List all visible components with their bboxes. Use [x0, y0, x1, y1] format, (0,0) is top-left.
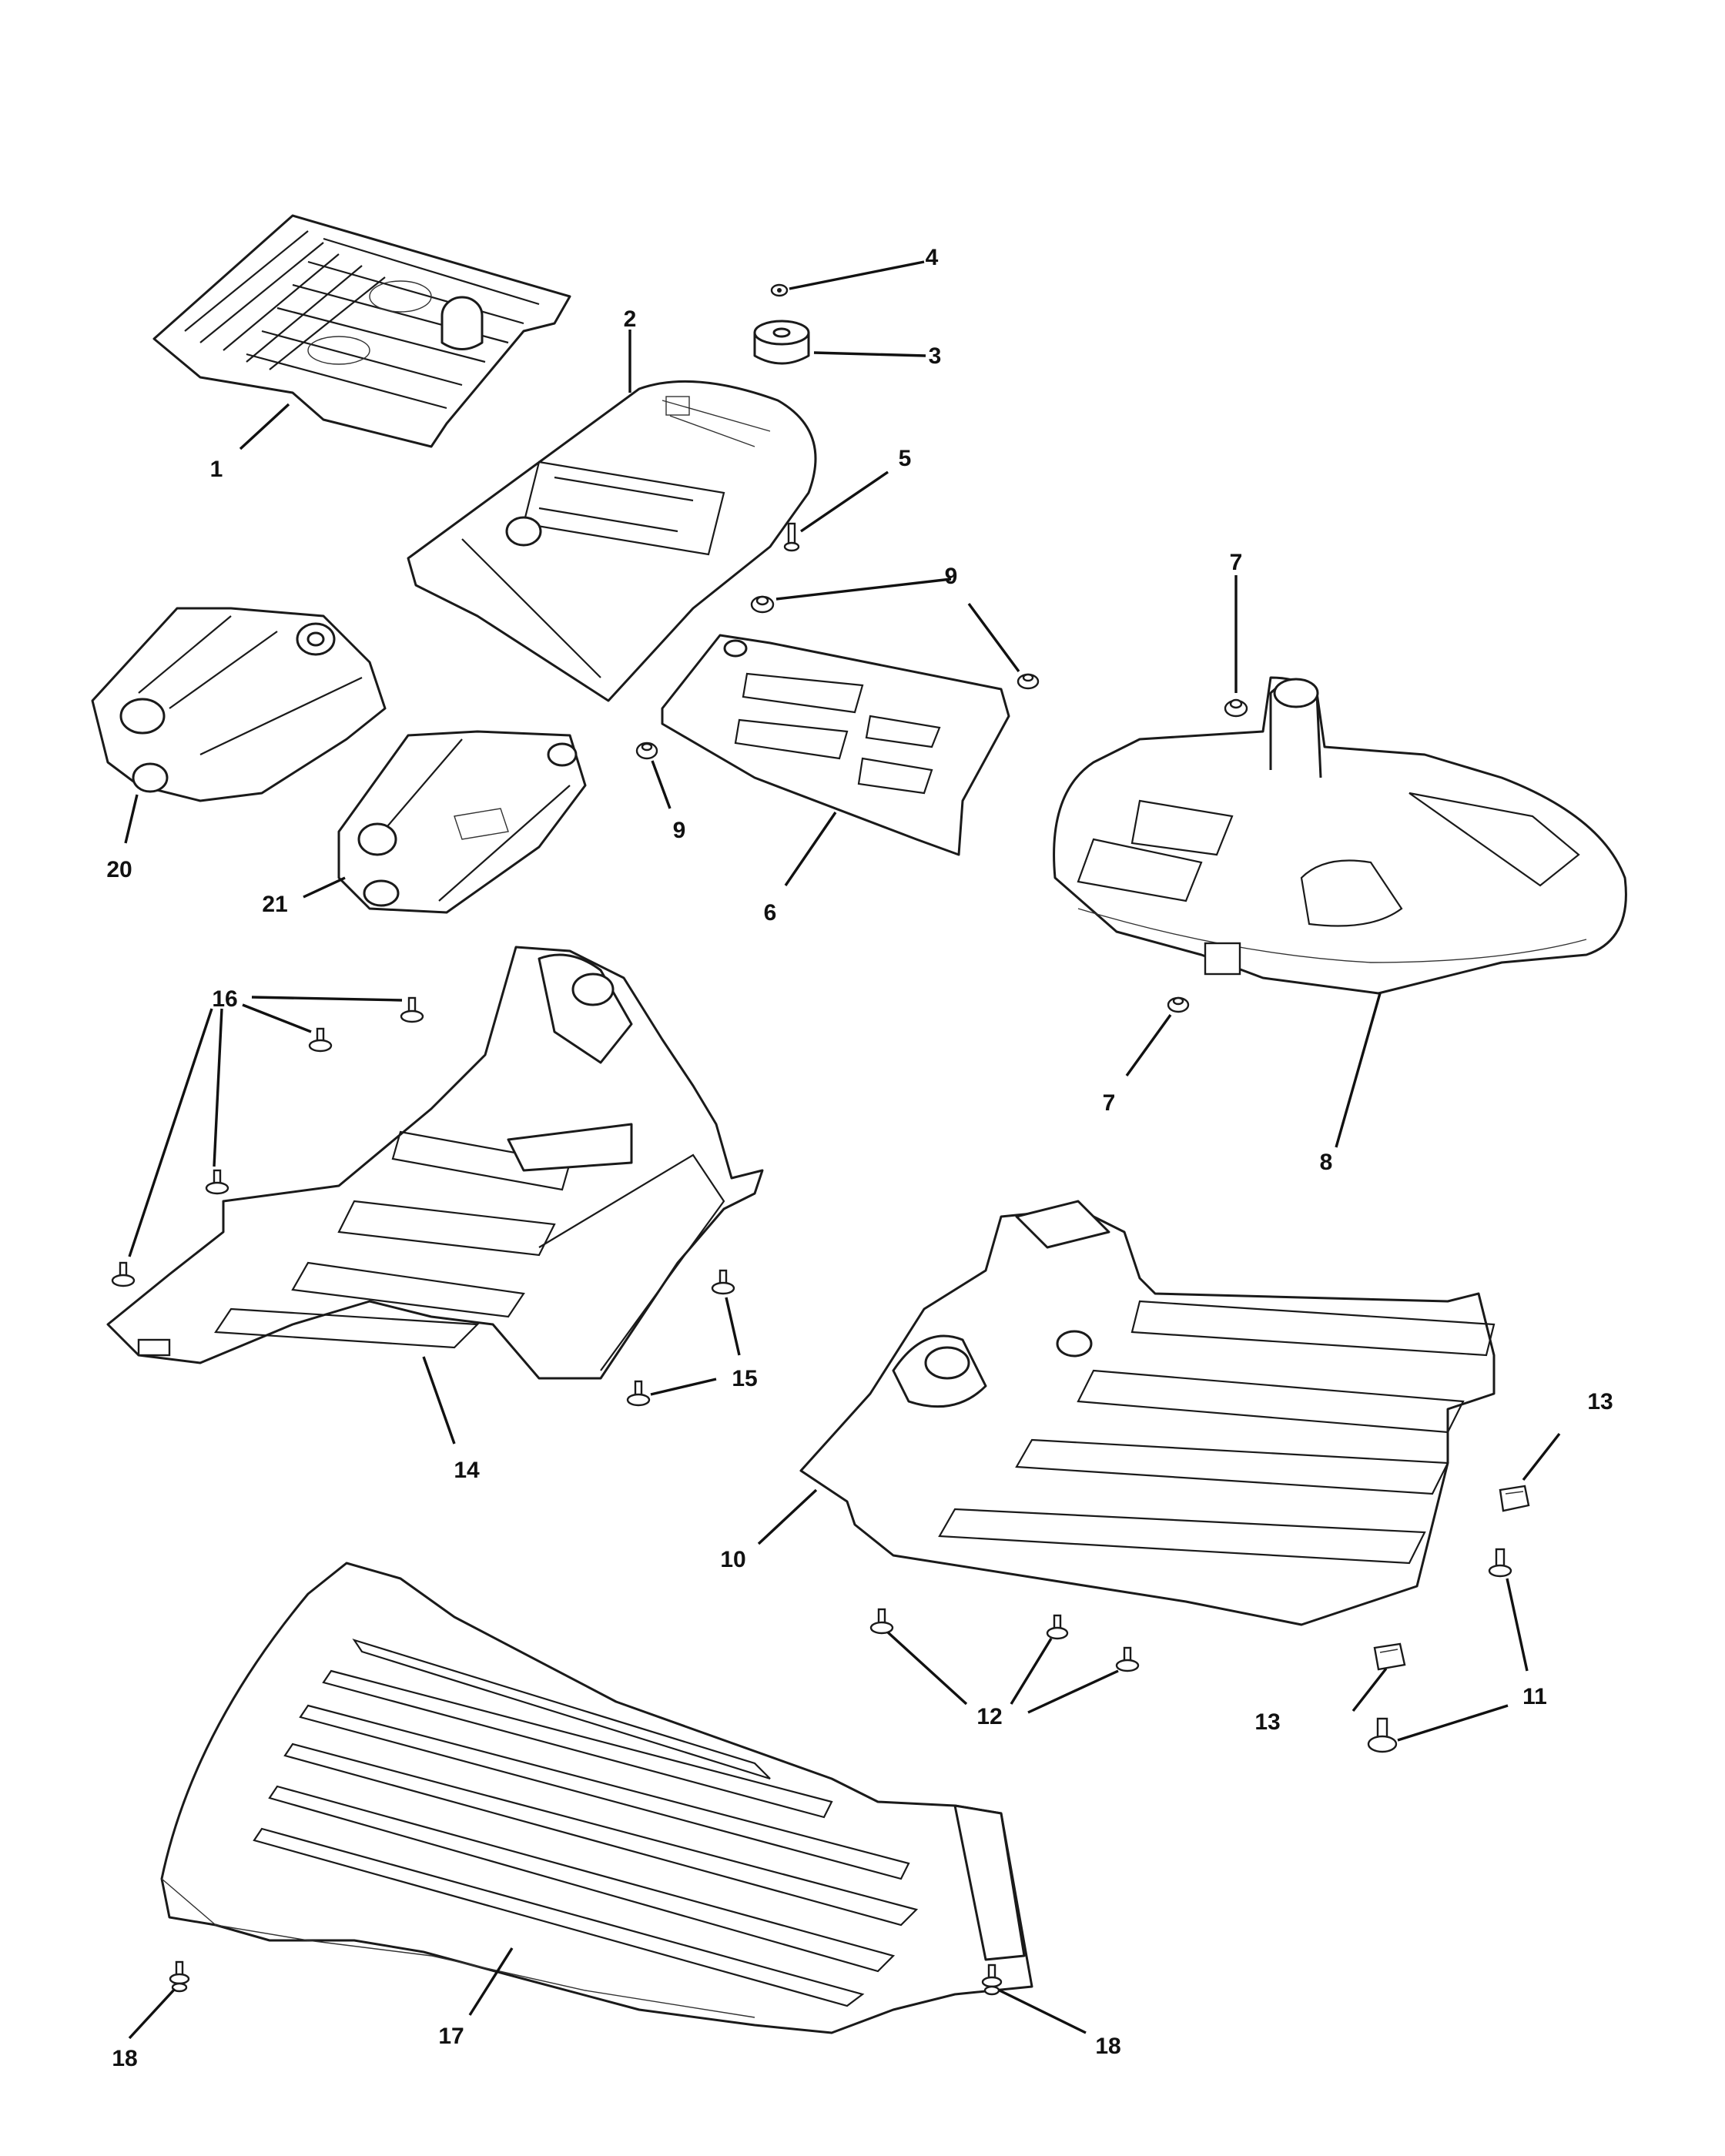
part-1-skid-plate — [152, 214, 571, 448]
part-9-nut-right — [1017, 673, 1040, 690]
part-2-transfer-case-plate — [407, 380, 817, 702]
callout-labels: 1 2 3 4 5 9 9 6 7 7 8 20 21 16 15 14 10 … — [106, 245, 1613, 2071]
callout-20: 20 — [106, 857, 132, 882]
part-16-stud-d — [111, 1261, 136, 1287]
callout-1: 1 — [210, 457, 223, 482]
part-6-bracket-plate — [661, 634, 1010, 856]
part-13-clip-lower — [1373, 1642, 1406, 1671]
part-16-stud-c — [205, 1169, 229, 1195]
callout-8: 8 — [1320, 1150, 1333, 1175]
part-12-stud-c — [1115, 1646, 1140, 1672]
leader-lines — [124, 260, 1561, 2040]
callout-18-left: 18 — [112, 2046, 137, 2071]
part-20-mount — [91, 607, 387, 802]
callout-3: 3 — [929, 343, 942, 369]
callout-4: 4 — [926, 245, 939, 270]
callout-2: 2 — [624, 306, 637, 332]
part-9-nut-lower — [635, 742, 658, 760]
part-10-transmission-skid — [799, 1200, 1496, 1626]
part-11-bolt-upper — [1488, 1548, 1512, 1578]
part-5-bolt — [783, 522, 800, 552]
part-21-mount — [337, 730, 587, 914]
callout-21: 21 — [262, 892, 287, 917]
callout-7-lower: 7 — [1103, 1090, 1116, 1116]
part-18-push-pin-left — [169, 1960, 190, 1993]
part-17-front-skid — [160, 1562, 1033, 2034]
part-18-push-pin-right — [981, 1964, 1003, 1996]
callout-9-upper: 9 — [945, 564, 958, 589]
callout-14: 14 — [454, 1458, 480, 1483]
callout-6: 6 — [764, 900, 777, 926]
callout-11: 11 — [1522, 1684, 1547, 1709]
callout-18-right: 18 — [1095, 2034, 1120, 2059]
part-7-nut-lower — [1167, 996, 1190, 1013]
callout-12: 12 — [976, 1704, 1002, 1729]
part-11-bolt-lower — [1367, 1717, 1398, 1753]
callout-5: 5 — [899, 446, 912, 471]
part-13-clip-upper — [1499, 1485, 1530, 1512]
part-3-bushing — [753, 320, 810, 365]
part-8-fuel-tank-shield — [1053, 676, 1627, 995]
callout-13-lower: 13 — [1254, 1709, 1280, 1735]
part-12-stud-a — [869, 1608, 894, 1635]
part-12-stud-b — [1046, 1614, 1069, 1640]
callout-7-upper: 7 — [1230, 550, 1243, 575]
part-15-stud-b — [626, 1380, 651, 1407]
callout-15: 15 — [732, 1366, 757, 1391]
callout-10: 10 — [720, 1547, 745, 1572]
part-7-nut-upper — [1224, 698, 1248, 718]
part-16-stud-a — [400, 996, 424, 1023]
part-16-stud-b — [308, 1027, 333, 1053]
part-9-nut-upper — [750, 595, 775, 614]
part-15-stud-a — [711, 1269, 735, 1295]
callout-16: 16 — [212, 986, 237, 1012]
callout-13-upper: 13 — [1587, 1389, 1613, 1414]
callout-17: 17 — [438, 2024, 464, 2049]
part-14-center-skid — [106, 946, 764, 1380]
part-4-nut — [770, 283, 789, 297]
callout-9-lower: 9 — [673, 818, 686, 843]
